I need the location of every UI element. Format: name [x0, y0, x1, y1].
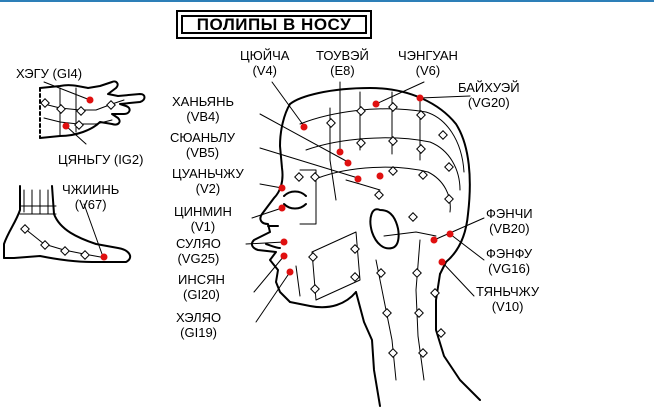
point-name: ЧЖИИНЬ [62, 182, 120, 197]
point-name: СЮАНЬЛУ [170, 130, 236, 145]
point-name: СУЛЯО [176, 236, 221, 251]
foot-illustration [3, 185, 132, 263]
point-label-yingxiang: ИНСЯН (GI20) [178, 272, 225, 302]
point-name: ЦУАНЬЧЖУ [172, 166, 244, 181]
diagram-title: ПОЛИПЫ В НОСУ [196, 14, 352, 34]
point-name: ЦЯНЬГУ [58, 152, 111, 167]
point-label-heliao: ХЭЛЯО (GI19) [176, 310, 221, 340]
point-code: (E8) [330, 63, 355, 78]
point-label-hanyan: ХАНЬЯНЬ (VB4) [172, 94, 234, 124]
point-label-cuanzhu: ЦУАНЬЧЖУ (V2) [172, 166, 244, 196]
point-code: (V4) [252, 63, 277, 78]
point-code: (V1) [190, 219, 216, 234]
point-name: ФЭНЧИ [486, 206, 533, 221]
point-name: ИНСЯН [178, 272, 225, 287]
point-name: ТЯНЬЧЖУ [476, 284, 540, 299]
point-label-fengchi: ФЭНЧИ (VB20) [486, 206, 533, 236]
point-name: ЦЮЙЧА [240, 48, 290, 63]
point-code: (V67) [74, 197, 107, 212]
point-label-zhiyin: ЧЖИИНЬ (V67) [62, 182, 119, 212]
point-code: (VB20) [489, 221, 530, 236]
point-name: ЦИНМИН [174, 204, 232, 219]
point-label-suliao: СУЛЯО (VG25) [176, 236, 221, 266]
point-name: ХЭЛЯО [176, 310, 222, 325]
point-label-jingming: ЦИНМИН (V1) [174, 204, 232, 234]
acupuncture-points [62, 94, 454, 276]
point-label-hegu: ХЭГУ (GI4) [16, 66, 82, 81]
top-accent-line [0, 0, 654, 2]
point-code: (V10) [491, 299, 524, 314]
point-code: (VB5) [185, 145, 220, 160]
point-name: ФЭНФУ [486, 246, 533, 261]
point-label-tianzhu: ТЯНЬЧЖУ (V10) [476, 284, 539, 314]
point-label-xuanlu: СЮАНЬЛУ (VB5) [170, 130, 235, 160]
point-code: (VB4) [186, 109, 220, 124]
point-code: (V6) [415, 63, 441, 78]
point-name: ТОУВЭЙ [316, 48, 369, 63]
point-code: (VG25) [177, 251, 220, 266]
title-inner-frame: ПОЛИПЫ В НОСУ [181, 15, 367, 34]
point-label-touwei: ТОУВЭЙ (E8) [316, 48, 369, 78]
point-name: БАЙХУЭЙ [458, 80, 520, 95]
point-code: (V2) [195, 181, 221, 196]
title-frame: ПОЛИПЫ В НОСУ [176, 10, 372, 39]
point-code: (VG16) [488, 261, 531, 276]
point-code: (GI19) [180, 325, 217, 340]
point-label-quchai: ЦЮЙЧА (V4) [240, 48, 289, 78]
point-label-fengfu: ФЭНФУ (VG16) [486, 246, 532, 276]
point-code: (GI20) [183, 287, 220, 302]
point-code: (VG20) [467, 95, 510, 110]
point-label-qiangu: ЦЯНЬГУ (IG2) [58, 152, 143, 167]
point-name: ХАНЬЯНЬ [172, 94, 234, 109]
point-name: ЧЭНГУАН [398, 48, 458, 63]
point-code: (GI4) [52, 66, 83, 81]
point-name: ХЭГУ [16, 66, 49, 81]
reference-points [20, 98, 454, 358]
hand-illustration [39, 80, 146, 139]
leader-lines [43, 81, 485, 323]
point-code: (IG2) [113, 152, 144, 167]
point-label-chengguang: ЧЭНГУАН (V6) [398, 48, 458, 78]
point-label-baihui: БАЙХУЭЙ (VG20) [458, 80, 520, 110]
